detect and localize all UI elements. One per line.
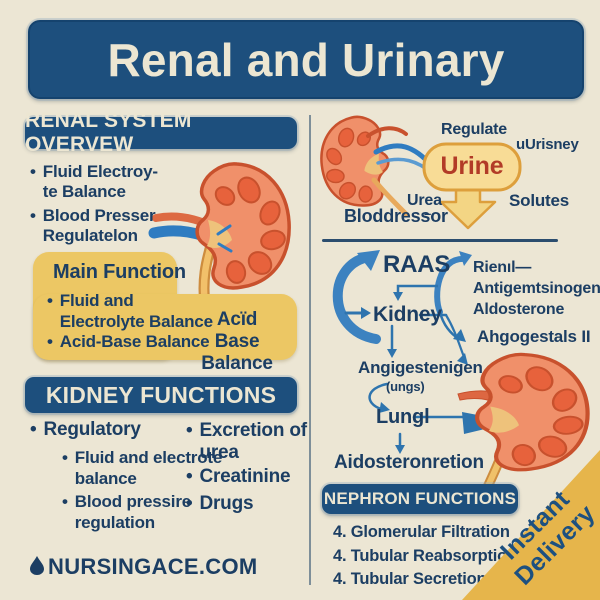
label-regulate: Regulate (441, 121, 507, 138)
raas-lungs-label: Lungl (376, 406, 430, 428)
urine-bubble-label: Urine (440, 152, 504, 180)
nephron-item-3: 4. Tubular Secretion (333, 570, 487, 588)
water-drop-icon (30, 556, 44, 575)
raas-flow-arrows (332, 250, 472, 454)
label-solutes: Solutes (509, 191, 570, 210)
section-header-kidney-functions: KIDNEY FUNCTIONS (25, 377, 297, 413)
acid-base-side-label: Acïd Base Balance (201, 309, 273, 374)
section-header-nephron-functions: NEPHRON FUNCTIONS (322, 484, 518, 514)
section-header-renal-overview: RENAL SYSTEM OVERVEW (25, 109, 297, 156)
raas-angiotensinogen-label: Angigestenigen (358, 358, 483, 377)
kidney-functions-header-label: KIDNEY FUNCTIONS (45, 381, 277, 408)
raas-lungs-note: (ungs) (386, 379, 425, 394)
poster-title-box: Renal and Urinary (28, 20, 584, 99)
main-function-bullet-2: Acid-Base Balance (47, 331, 210, 352)
column-divider (309, 115, 311, 585)
raas-angiotensin2-label: Ahgogestals II (477, 327, 591, 346)
nephron-item-2: 4. Tubular Reabsorption (333, 546, 517, 565)
label-urisney: uUrisney (516, 136, 579, 153)
urine-bubble (422, 142, 522, 230)
nephron-header-label: NEPHRON FUNCTIONS (323, 489, 517, 508)
kidney-illustration-right (457, 352, 600, 491)
overview-bullet-1: Fluid Electroy- te Balance (30, 162, 158, 202)
nephron-list: 4. Glomerular Filtration 4. Tubular Reab… (333, 521, 517, 592)
overview-bullet-2: Blood Presser Regulatelon (30, 206, 156, 246)
label-bloddressor: Bloddressor (344, 206, 448, 226)
raas-renin-block: Rienıl— Antigemtsinogen Aldosterone (473, 259, 600, 318)
renal-overview-header-label: RENAL SYSTEM OVERVEW (25, 109, 192, 156)
kf-sub-2: Blood pressire regulation (62, 491, 191, 533)
right-panel-divider (322, 239, 558, 242)
kf-regulatory: Regulatory (30, 419, 140, 441)
nephron-item-1: 4. Glomerular Filtration (333, 523, 510, 541)
raas-kidney-label: Kidney (373, 303, 442, 326)
raas-title: RAAS (383, 251, 451, 278)
poster-title: Renal and Urinary (107, 33, 505, 86)
kf-excretion-1: Excretion of urea (186, 420, 307, 464)
kf-excretion-2: Creatinine (186, 466, 290, 488)
brand-text: NURSINGACE.COM (48, 554, 258, 579)
main-function-title: Main Function (53, 261, 186, 283)
stray-dash: – (424, 206, 432, 221)
raas-aldosterone-label: Aidosteronretion (334, 452, 484, 473)
main-function-bullet-1: Fluid and Electrolyte Balance (47, 290, 213, 332)
kf-excretion-3: Drugs (186, 493, 253, 515)
label-urea: Urea (407, 192, 442, 209)
